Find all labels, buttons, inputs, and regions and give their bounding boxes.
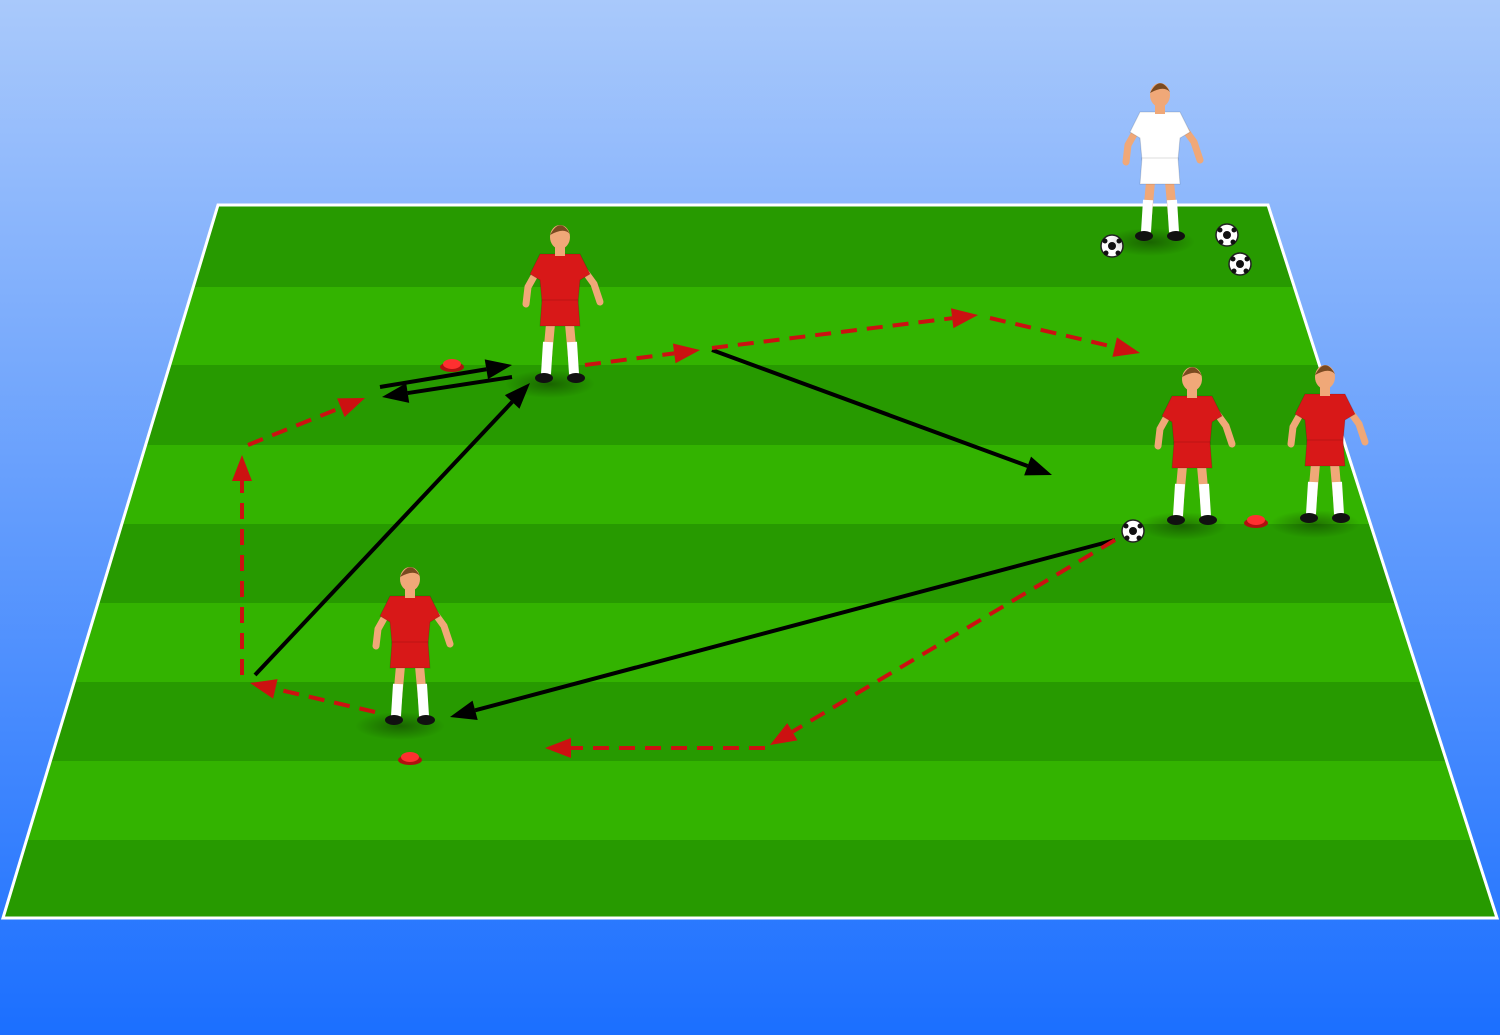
run-arrow — [989, 316, 1140, 357]
run-arrow — [247, 398, 365, 447]
shorts — [389, 641, 431, 669]
arrowhead — [337, 398, 365, 417]
shorts — [1171, 441, 1213, 469]
arrowhead — [484, 359, 512, 380]
boot — [1167, 515, 1185, 525]
arrow-line — [989, 316, 1116, 350]
boot — [1332, 513, 1350, 523]
run-arrow — [584, 343, 700, 367]
run-arrow — [770, 538, 1117, 745]
hair — [400, 567, 420, 577]
arrowhead — [382, 383, 410, 403]
player-icon — [1137, 367, 1236, 540]
arrow-line — [407, 375, 513, 396]
boot — [385, 715, 403, 725]
run-arrow — [250, 679, 376, 714]
arrowhead — [250, 679, 278, 699]
soccer-ball-icon — [1228, 252, 1252, 276]
arrow-line — [379, 367, 487, 389]
arrowhead — [450, 700, 478, 720]
pitch-stripe — [3, 287, 1497, 366]
pitch-stripe — [3, 205, 1497, 288]
arrow-line — [253, 400, 514, 677]
arrow-line — [711, 316, 953, 350]
pitch-stripe — [3, 365, 1497, 446]
arrow-line — [474, 538, 1116, 713]
arrowhead — [232, 455, 252, 481]
arrowhead — [545, 738, 571, 758]
soccer-ball-icon — [1215, 223, 1239, 247]
arrow-line — [274, 686, 376, 714]
pass-arrow — [711, 348, 1052, 476]
pitch — [3, 205, 1497, 918]
pitch-boundary — [0, 203, 1500, 920]
movement-arrows — [232, 308, 1140, 758]
shorts — [1139, 157, 1181, 185]
boot — [1167, 231, 1185, 241]
pitch-stripe — [3, 840, 1497, 918]
player-icon — [1270, 365, 1369, 538]
arrow-line — [584, 351, 675, 367]
hair — [1150, 83, 1170, 93]
pass-arrow — [382, 375, 513, 403]
hair — [1182, 367, 1202, 377]
hair — [550, 225, 570, 235]
boot — [567, 373, 585, 383]
pitch-stripe — [3, 603, 1497, 683]
cone-icon — [1244, 515, 1268, 528]
arrow-line — [247, 405, 342, 447]
pitch-stripe — [3, 445, 1497, 525]
arrowhead — [1024, 456, 1052, 476]
run-arrow — [545, 738, 765, 758]
boot — [1300, 513, 1318, 523]
boot — [535, 373, 553, 383]
boot — [1199, 515, 1217, 525]
pitch-stripe — [3, 761, 1497, 841]
cone-icon — [398, 752, 422, 765]
run-arrow — [711, 308, 978, 350]
arrowhead — [950, 308, 978, 329]
pitch-stripe — [3, 524, 1497, 604]
arrowhead — [770, 723, 798, 745]
player-icon — [1105, 83, 1204, 256]
players — [355, 83, 1369, 740]
pass-arrow — [450, 538, 1116, 720]
shorts — [539, 299, 581, 327]
player-icon — [355, 567, 454, 740]
arrowhead — [1112, 337, 1140, 357]
hair — [1315, 365, 1335, 375]
player-icon — [505, 225, 604, 398]
cone-icon — [440, 359, 464, 372]
arrow-line — [711, 348, 1029, 468]
shorts — [1304, 439, 1346, 467]
arrow-line — [791, 538, 1117, 734]
arrowhead — [672, 343, 700, 364]
pass-arrow — [379, 359, 512, 389]
boot — [1135, 231, 1153, 241]
run-arrow — [232, 455, 252, 675]
boot — [417, 715, 435, 725]
